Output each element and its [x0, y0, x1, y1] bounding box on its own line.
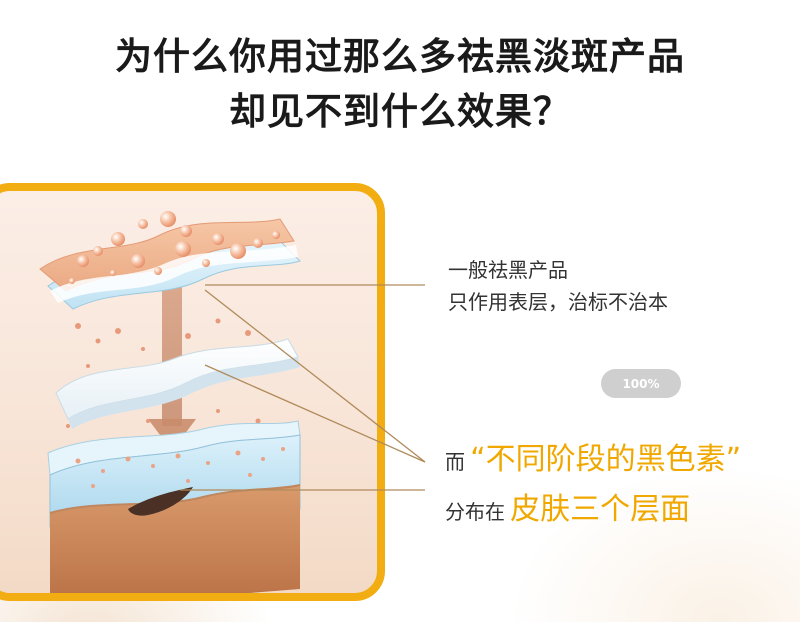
headline-line-1: 为什么你用过那么多祛黑淡斑产品: [115, 35, 685, 78]
skin-block: [47, 420, 301, 593]
callout-top-line1: 一般祛黑产品: [448, 258, 568, 282]
callout-top-line2: 只作用表层，治标不治本: [448, 290, 668, 314]
callout-highlight-layers: 皮肤三个层面: [510, 492, 691, 527]
zoom-indicator: 100%: [601, 369, 681, 398]
callout-row-1: 而 “不同阶段的黑色素”: [445, 435, 741, 485]
skin-layers-drawing: [39, 211, 301, 593]
callout-prefix: 而: [445, 450, 465, 474]
headline-line-2: 却见不到什么效果？: [229, 90, 571, 133]
skin-layers-illustration: [0, 183, 385, 601]
callout-row-2: 分布在 皮肤三个层面: [445, 485, 741, 535]
callout-highlight-melanin: “不同阶段的黑色素”: [470, 442, 742, 477]
callout-prefix-2: 分布在: [445, 500, 505, 524]
callout-melanin-layers: 而 “不同阶段的黑色素” 分布在 皮肤三个层面: [445, 435, 741, 535]
callout-surface-products: 一般祛黑产品 只作用表层，治标不治本: [448, 254, 668, 318]
bubbles: [69, 211, 280, 284]
